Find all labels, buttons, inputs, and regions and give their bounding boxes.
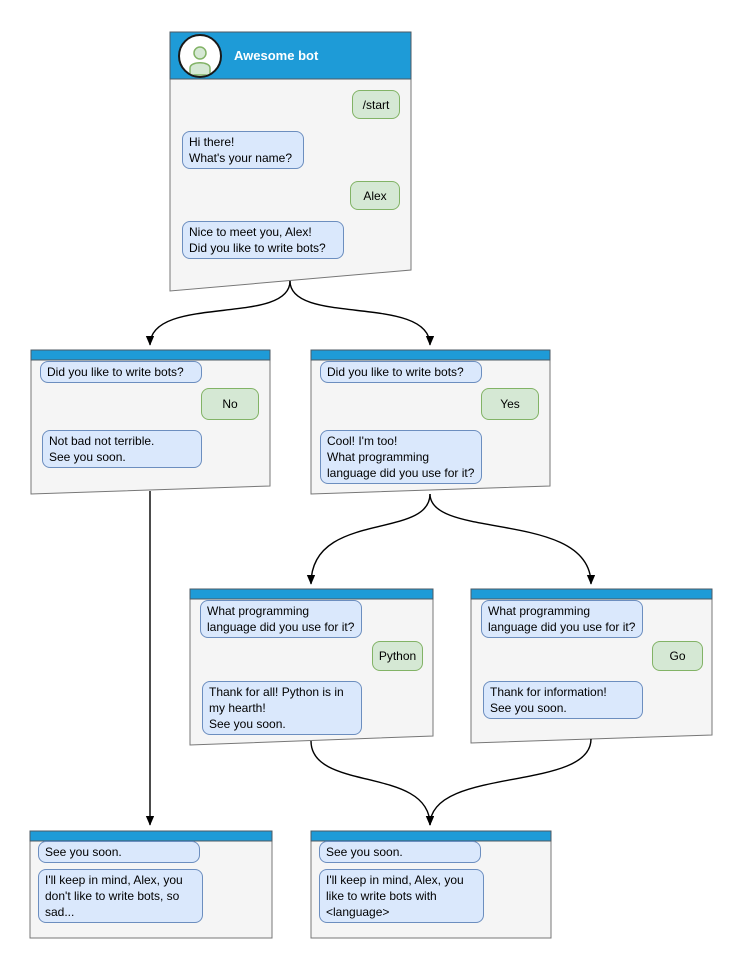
edge-python-to-end (310, 740, 435, 826)
edge-yes-to-go (429, 493, 596, 585)
bot-message-bubble: Cool! I'm too! What programming language… (320, 430, 482, 484)
bot-message-bubble: See you soon. (38, 841, 200, 863)
bot-message-bubble: I'll keep in mind, Alex, you don't like … (38, 869, 203, 923)
node-language-go: What programming language did you use fo… (471, 589, 712, 744)
bot-message-bubble: Thank for information! See you soon. (483, 681, 643, 719)
chat-header: Awesome bot (170, 32, 411, 79)
header-bar-language-go (470, 588, 713, 600)
header-bar-answer-yes (310, 349, 551, 361)
bot-message-bubble: Did you like to write bots? (40, 361, 202, 383)
header-bar-answer-no (30, 349, 271, 361)
bot-message-bubble: What programming language did you use fo… (481, 600, 643, 638)
bot-name: Awesome bot (234, 48, 319, 63)
node-end-no: See you soon. I'll keep in mind, Alex, y… (30, 831, 272, 938)
bot-message-bubble: Not bad not terrible. See you soon. (42, 430, 202, 468)
node-end-yes: See you soon. I'll keep in mind, Alex, y… (311, 831, 551, 938)
avatar (178, 33, 222, 78)
bot-message-bubble: Nice to meet you, Alex! Did you like to … (182, 221, 344, 259)
user-reply-bubble: Yes (481, 388, 539, 420)
header-bar-language-python (189, 588, 434, 600)
person-icon (189, 45, 211, 76)
bot-message-bubble: What programming language did you use fo… (200, 600, 362, 638)
node-start: /start Hi there! What's your name? Alex … (170, 32, 411, 292)
edge-go-to-end (425, 738, 592, 826)
bot-message-bubble: See you soon. (319, 841, 481, 863)
user-reply-bubble: Python (372, 641, 423, 671)
bot-message-bubble: Thank for all! Python is in my hearth! S… (202, 681, 362, 735)
node-language-python: What programming language did you use fo… (190, 589, 433, 746)
user-reply-bubble: /start (352, 90, 400, 119)
user-reply-bubble: Alex (350, 181, 400, 210)
edge-yes-to-python (306, 493, 431, 585)
bot-message-bubble: Hi there! What's your name? (182, 131, 304, 169)
user-reply-bubble: Go (652, 641, 703, 671)
node-answer-no: Did you like to write bots? No Not bad n… (31, 350, 270, 495)
edge-start-to-no (145, 280, 291, 346)
edge-start-to-yes (289, 280, 435, 346)
user-reply-bubble: No (201, 388, 259, 420)
bot-message-bubble: Did you like to write bots? (320, 361, 482, 383)
bot-message-bubble: I'll keep in mind, Alex, you like to wri… (319, 869, 484, 923)
node-answer-yes: Did you like to write bots? Yes Cool! I'… (311, 350, 550, 495)
